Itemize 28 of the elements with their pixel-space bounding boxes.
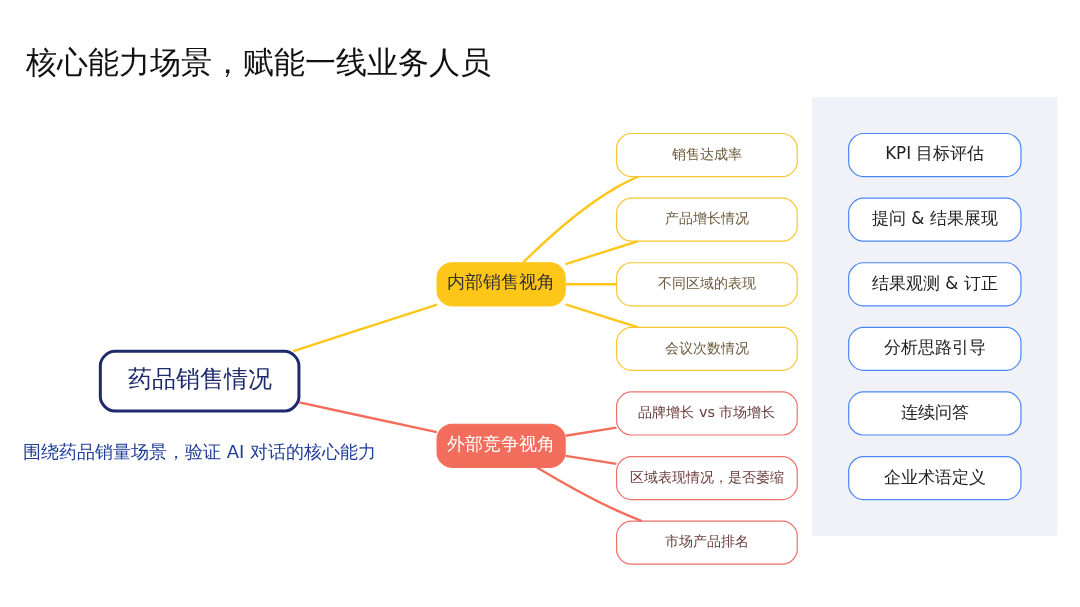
connector (522, 175, 639, 263)
connector (565, 454, 617, 465)
connector (565, 282, 617, 285)
node-box: 产品增长情况 (615, 197, 798, 242)
connector (565, 239, 638, 265)
node-box: 分析思路引导 (848, 326, 1022, 371)
connector (565, 425, 617, 437)
node-box: 销售达成率 (615, 132, 798, 177)
node-box: 市场产品排名 (615, 520, 798, 565)
node-box: 结果观测 & 订正 (848, 261, 1022, 306)
node-box: 区域表现情况，是否萎缩 (615, 455, 798, 500)
node-box: KPI 目标评估 (848, 132, 1022, 177)
connector (536, 465, 643, 522)
node-box: 会议次数情况 (615, 326, 798, 371)
node-box: 药品销售情况 (98, 349, 301, 413)
node-box: 连续问答 (848, 390, 1022, 436)
node-box: 不同区域的表现 (615, 261, 798, 306)
connector (565, 302, 638, 328)
node-box: 企业术语定义 (848, 455, 1022, 500)
node-box: 提问 & 结果展现 (848, 197, 1022, 242)
connector (298, 400, 438, 433)
node-box: 外部竞争视角 (436, 423, 566, 468)
cluster (812, 96, 1058, 536)
label: 围绕药品销量场景，验证 AI 对话的核心能力 (23, 440, 377, 462)
node-box: 品牌增长 vs 市场增长 (615, 390, 798, 436)
diagram-title: 核心能力场景，赋能一线业务人员 (26, 43, 492, 80)
node-box: 内部销售视角 (436, 261, 566, 306)
connector (293, 302, 438, 352)
